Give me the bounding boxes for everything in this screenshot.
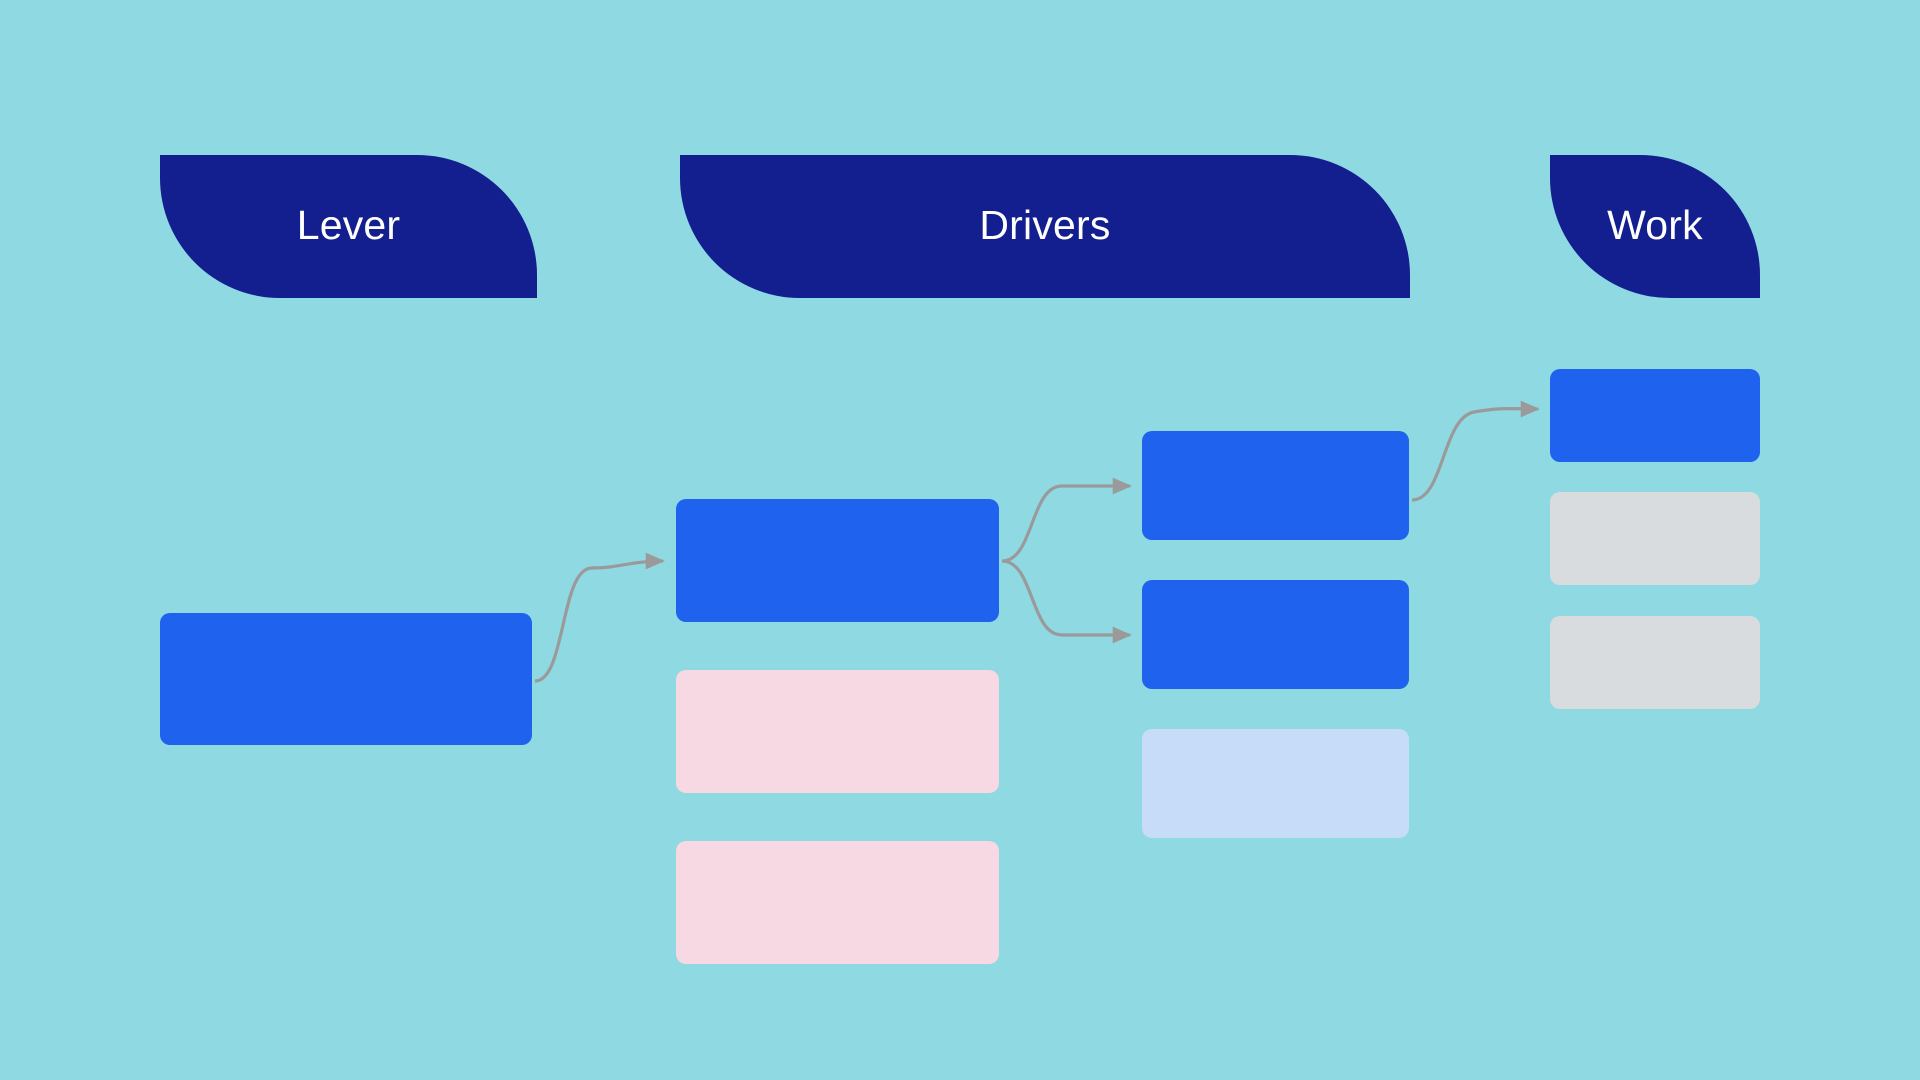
column-header-drivers-label: Drivers [979,202,1111,248]
connector-driver1-to-driver5 [1001,559,1132,644]
column-header-work-label: Work [1607,202,1703,248]
connector-driver4-to-work1 [1411,400,1540,502]
work-node-3[interactable] [1550,616,1760,709]
driver-node-5[interactable] [1142,580,1409,689]
work-node-1[interactable] [1550,369,1760,462]
driver-node-2[interactable] [676,670,999,793]
driver-node-3[interactable] [676,841,999,964]
connector-lever1-to-driver1 [534,552,665,683]
column-header-lever: Lever [160,155,537,298]
driver-node-6[interactable] [1142,729,1409,838]
column-header-drivers: Drivers [680,155,1410,298]
column-header-lever-label: Lever [296,202,401,248]
connector-driver1-to-driver4 [1001,477,1132,563]
column-header-work: Work [1550,155,1760,298]
driver-node-1[interactable] [676,499,999,622]
work-node-2[interactable] [1550,492,1760,585]
lever-node-1[interactable] [160,613,532,745]
driver-node-4[interactable] [1142,431,1409,540]
